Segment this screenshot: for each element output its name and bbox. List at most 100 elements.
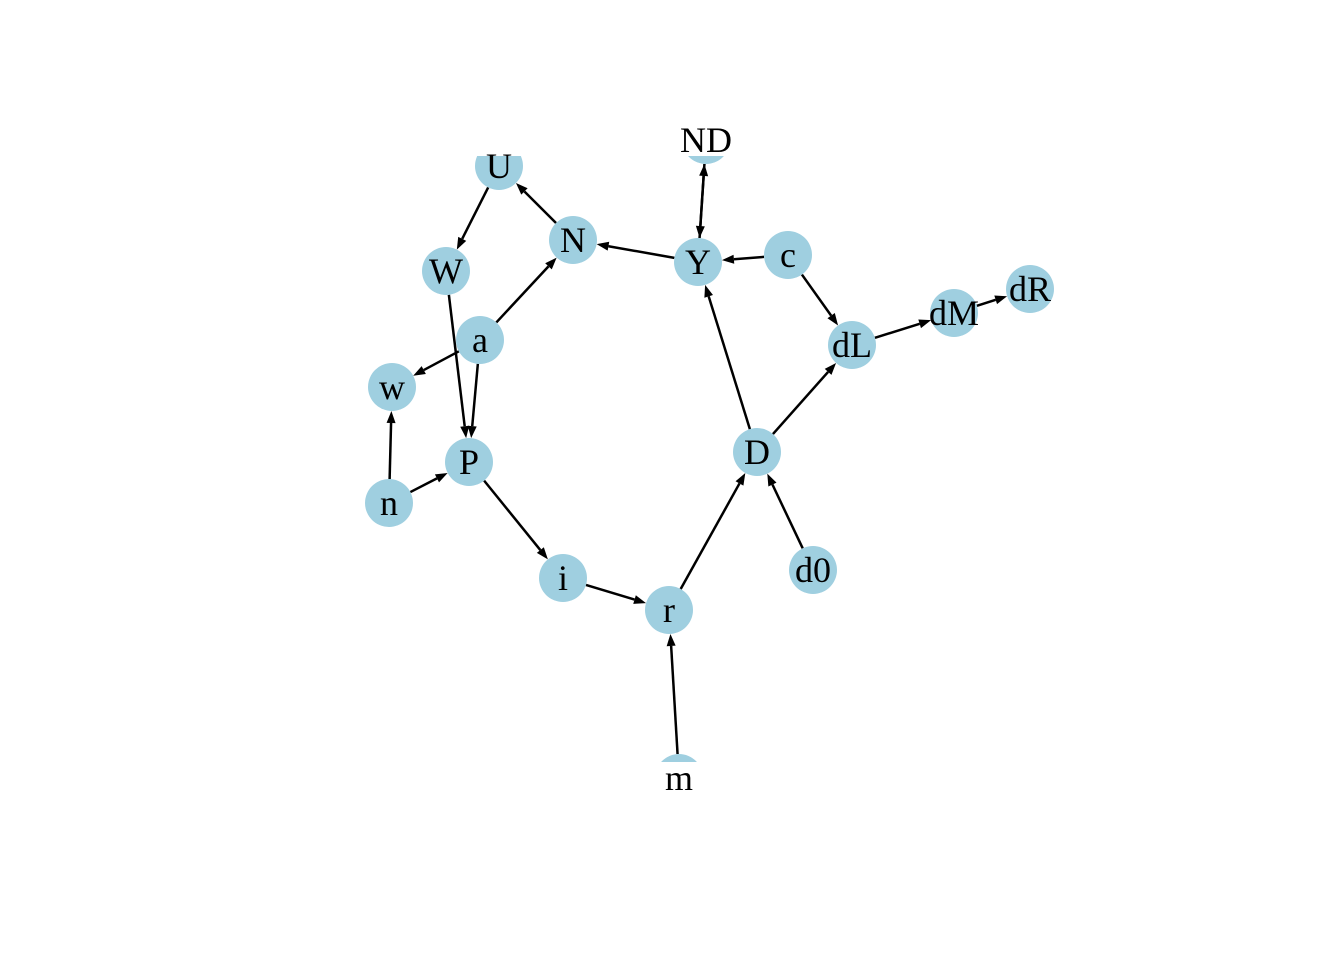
arrow-head-icon	[721, 254, 735, 264]
node-label-r: r	[663, 590, 675, 630]
edge-r-D	[679, 472, 746, 590]
node-a	[456, 316, 504, 364]
edge-line	[423, 350, 460, 372]
arrow-head-icon	[695, 225, 705, 239]
arrow-head-icon	[460, 425, 470, 439]
edge-D-Y	[704, 284, 752, 430]
edge-a-N	[495, 257, 557, 324]
edge-line	[679, 482, 741, 590]
edge-line	[976, 298, 997, 307]
edge-n-P	[409, 472, 448, 494]
arrow-head-icon	[827, 313, 839, 326]
edge-i-r	[585, 583, 647, 604]
edge-dM-dR	[976, 295, 1008, 307]
node-dR	[1006, 265, 1054, 313]
node-N	[549, 216, 597, 264]
edge-line	[669, 645, 679, 755]
arrow-head-icon	[515, 182, 528, 195]
node-label-dL: dL	[832, 325, 872, 365]
node-label-a: a	[472, 320, 488, 360]
edge-line	[483, 479, 542, 551]
node-dM	[930, 289, 978, 337]
node-ND	[688, 156, 724, 164]
node-label-i: i	[558, 558, 568, 598]
node-label-U: U	[486, 146, 512, 186]
nodes-layer	[365, 156, 1054, 762]
edge-line	[447, 294, 466, 427]
edge-line	[495, 265, 550, 324]
arrow-head-icon	[413, 366, 426, 376]
node-d0	[789, 546, 837, 594]
edge-D-dL	[771, 362, 837, 435]
edge-line	[388, 422, 393, 480]
edges-layer	[386, 163, 1008, 755]
edge-Y-N	[596, 241, 675, 260]
node-label-dM: dM	[929, 293, 979, 333]
edge-line	[800, 273, 833, 317]
edge-W-P	[447, 294, 470, 439]
node-label-D: D	[744, 432, 770, 472]
edge-dL-dM	[874, 319, 932, 340]
edge-ND-Y	[695, 163, 706, 239]
edge-line	[409, 477, 438, 494]
node-label-dR: dR	[1009, 269, 1051, 309]
edge-line	[707, 296, 752, 430]
edge-c-Y	[721, 254, 765, 264]
edge-line	[585, 583, 635, 601]
edge-line	[771, 483, 804, 549]
arrow-head-icon	[545, 257, 557, 270]
node-i	[539, 554, 587, 602]
node-U	[475, 156, 523, 190]
arrow-head-icon	[666, 633, 676, 647]
arrow-head-icon	[633, 595, 647, 604]
edge-a-w	[413, 350, 460, 376]
edge-n-w	[386, 410, 396, 480]
node-dL	[828, 321, 876, 369]
edge-N-U	[515, 182, 557, 224]
arrow-head-icon	[467, 425, 477, 439]
node-Y	[674, 238, 722, 286]
edge-line	[470, 363, 480, 427]
arrow-head-icon	[536, 547, 548, 560]
node-label-n: n	[380, 483, 398, 523]
node-c	[764, 231, 812, 279]
node-label-w: w	[379, 367, 405, 407]
node-label-c: c	[780, 235, 796, 275]
node-label-P: P	[459, 442, 479, 482]
arrow-head-icon	[456, 236, 467, 250]
edge-c-dL	[800, 273, 839, 326]
edge-m-r	[666, 633, 679, 755]
node-n	[365, 479, 413, 527]
edge-U-W	[456, 186, 490, 250]
node-label-N: N	[560, 220, 586, 260]
edge-line	[461, 186, 490, 240]
node-P	[445, 438, 493, 486]
node-label-ND: ND	[680, 120, 732, 160]
node-label-W: W	[429, 251, 463, 291]
edge-line	[699, 163, 706, 227]
node-W	[422, 247, 470, 295]
edge-line	[733, 255, 765, 261]
arrow-head-icon	[918, 319, 932, 329]
edge-line	[874, 322, 921, 340]
node-label-Y: Y	[685, 242, 711, 282]
arrow-head-icon	[434, 472, 448, 483]
node-r	[645, 586, 693, 634]
node-D	[733, 428, 781, 476]
arrow-head-icon	[824, 362, 837, 375]
edge-line	[771, 371, 830, 435]
node-label-d0: d0	[795, 550, 831, 590]
node-m	[661, 754, 697, 762]
arrow-head-icon	[994, 295, 1008, 305]
arrow-head-icon	[596, 241, 610, 251]
arrow-head-icon	[767, 473, 777, 487]
edge-P-i	[483, 479, 548, 560]
arrow-head-icon	[386, 410, 396, 424]
edge-a-P	[467, 363, 480, 439]
node-label-m: m	[665, 758, 693, 798]
arrow-head-icon	[735, 472, 746, 486]
arrow-head-icon	[704, 284, 713, 298]
edge-d0-D	[767, 473, 804, 549]
